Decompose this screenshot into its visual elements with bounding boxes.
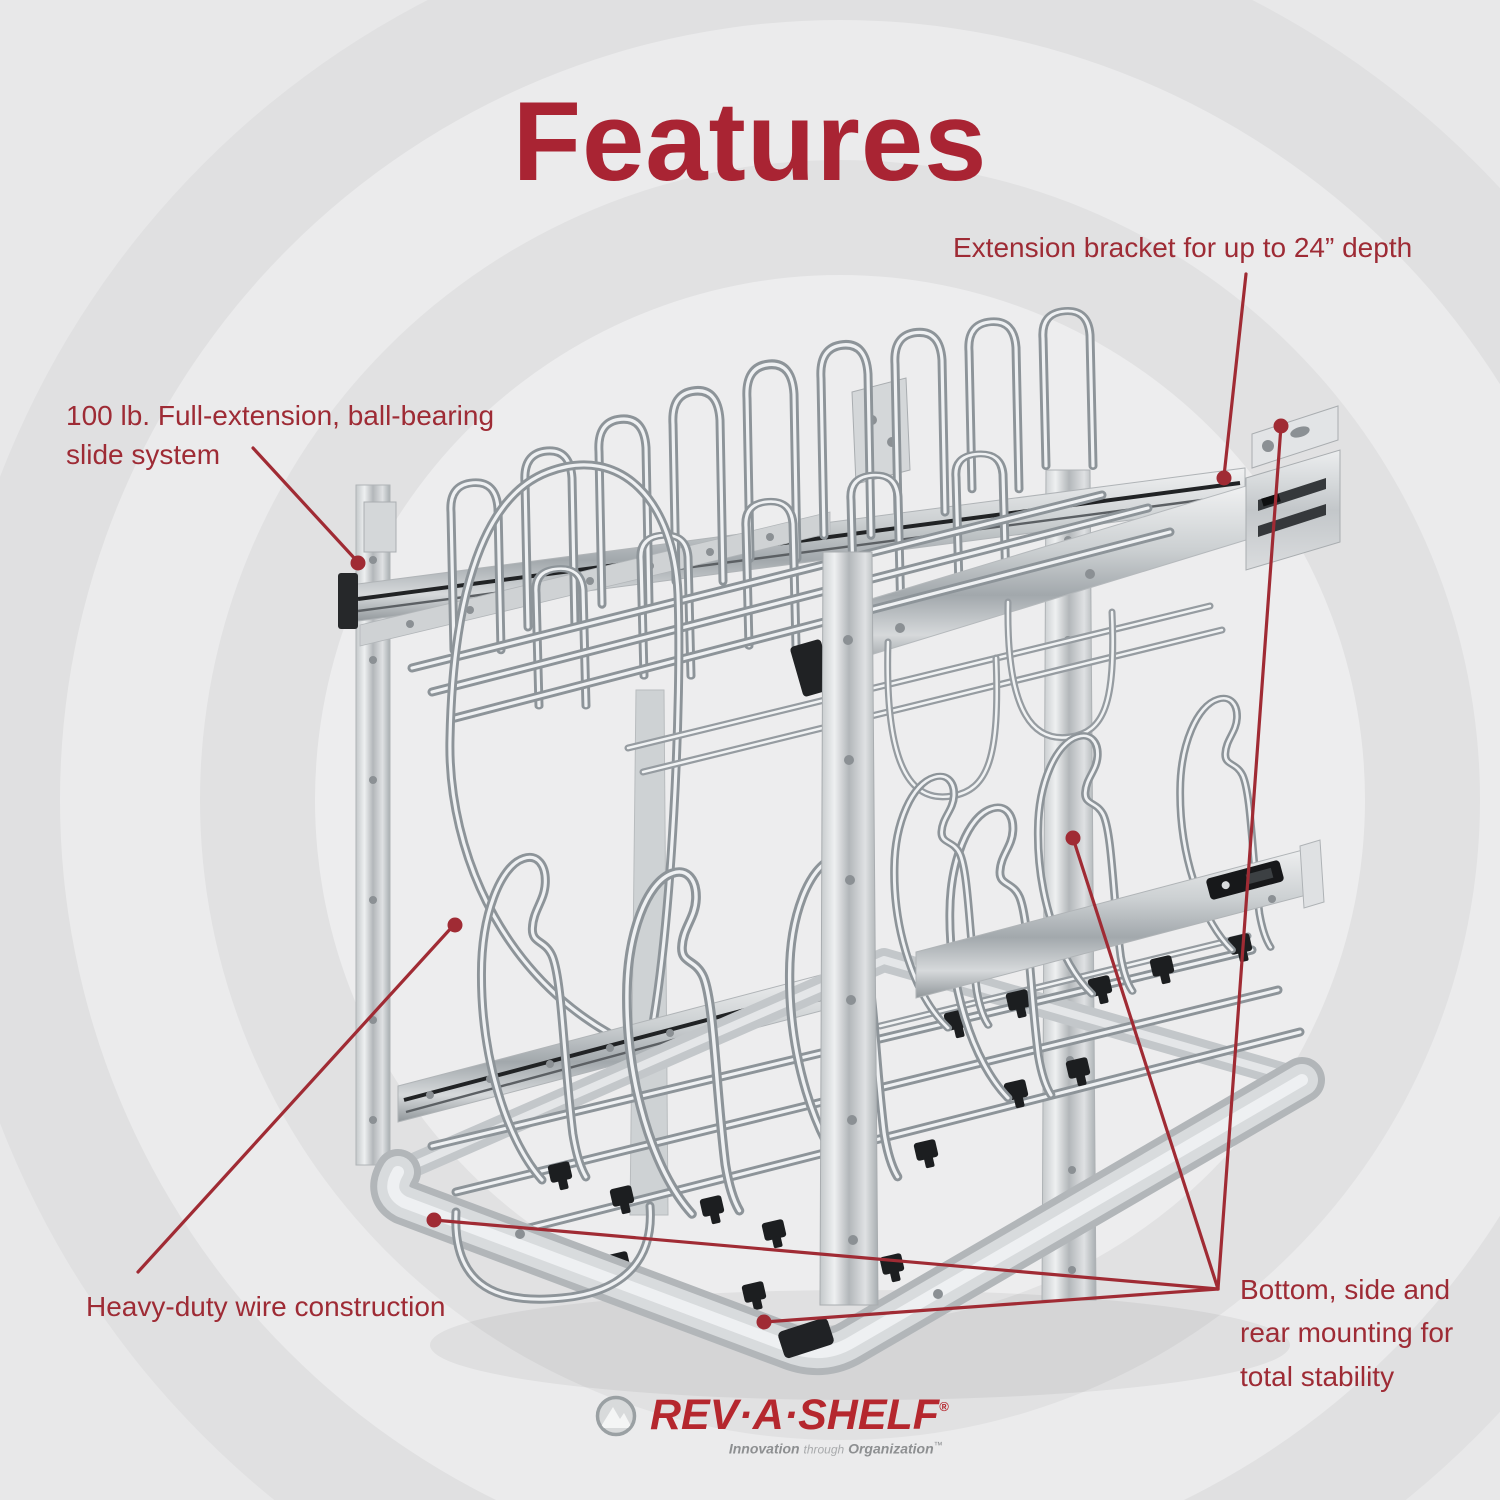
trademark-mark: ™	[933, 1440, 943, 1450]
page-title: Features	[512, 79, 988, 204]
front-handle-wire	[451, 1201, 655, 1304]
registered-mark: ®	[939, 1399, 949, 1414]
line-side-mounting	[1071, 836, 1220, 1291]
brand-logo: REV·A·SHELF® Innovation through Organiza…	[594, 1394, 949, 1457]
dot-wire-construction	[447, 917, 463, 933]
callout-slide-system: 100 lb. Full-extension, ball-bearing sli…	[66, 400, 495, 471]
base-front-band	[370, 1057, 1325, 1376]
dot-extension-bracket	[1216, 470, 1232, 486]
base-rear-edge	[393, 948, 1306, 1183]
lower-slide-rail-right	[915, 839, 1325, 999]
rear-mount-post-left	[355, 484, 391, 1166]
line-rear-mounting	[1216, 424, 1283, 1291]
dot-rear-mounting	[1273, 418, 1289, 434]
callout-wire-construction: Heavy-duty wire construction	[86, 1291, 446, 1322]
line-extension-bracket	[1222, 272, 1248, 478]
line-bottom-mounting-front	[762, 1287, 1220, 1324]
dot-slide-system	[350, 555, 366, 571]
brand-tagline: Innovation through Organization™	[728, 1440, 943, 1457]
brand-wordmark: REV·A·SHELF®	[650, 1391, 949, 1439]
annotation-lines	[136, 272, 1289, 1330]
mountain-circle-icon	[595, 1395, 637, 1437]
front-chrome-post	[819, 551, 879, 1306]
dot-side-mounting	[1065, 830, 1081, 846]
wall-plate-left	[363, 501, 397, 553]
callout-mounting: Bottom, side and rear mounting for total…	[1240, 1274, 1454, 1392]
dot-bottom-mounting-front	[756, 1314, 772, 1330]
line-bottom-mounting-left	[432, 1218, 1220, 1291]
line-slide-system	[251, 446, 358, 562]
callout-extension-bracket: Extension bracket for up to 24” depth	[953, 232, 1413, 263]
line-wire-construction	[136, 925, 454, 1274]
upper-tray-wires	[407, 490, 1175, 723]
dot-bottom-mounting-left	[426, 1212, 442, 1228]
